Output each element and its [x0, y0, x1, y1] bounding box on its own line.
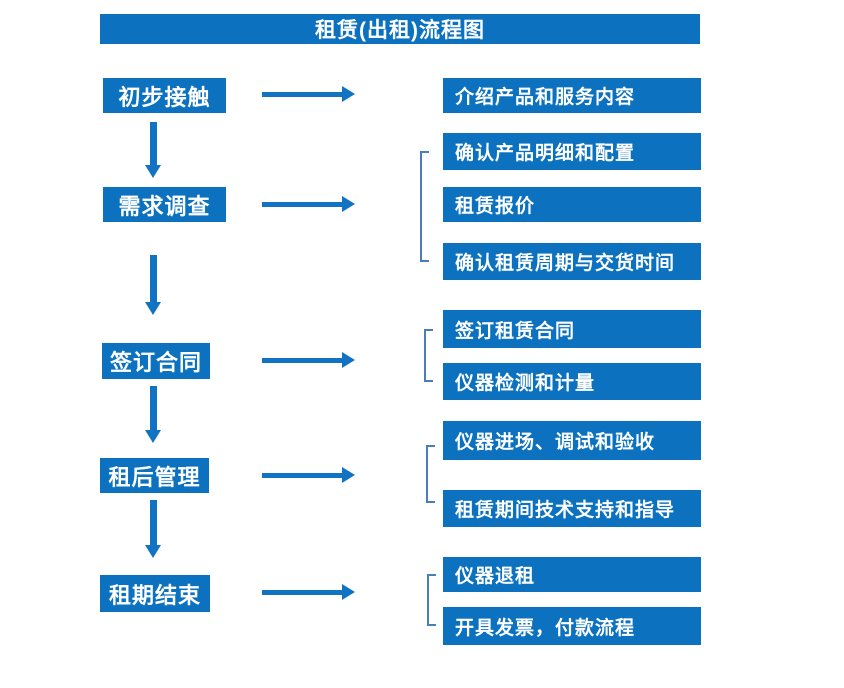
- detail-box: 租赁期间技术支持和指导: [443, 490, 701, 527]
- detail-box: 介绍产品和服务内容: [443, 78, 701, 113]
- detail-box: 确认租赁周期与交货时间: [443, 243, 701, 280]
- detail-box: 仪器进场、调试和验收: [443, 421, 701, 460]
- right-arrow-icon: [262, 584, 355, 600]
- bracket-icon: [427, 574, 436, 626]
- stage-box-contract-signing: 签订合同: [102, 343, 210, 379]
- bracket-icon: [426, 445, 435, 503]
- bracket-icon: [424, 329, 433, 382]
- detail-box: 仪器检测和计量: [443, 363, 701, 400]
- bracket-icon: [420, 151, 429, 262]
- detail-box: 确认产品明细和配置: [443, 133, 701, 170]
- detail-box: 租赁报价: [443, 187, 701, 222]
- stage-box-post-rental-management: 租后管理: [100, 458, 209, 493]
- detail-box: 开具发票，付款流程: [443, 607, 701, 645]
- detail-box: 签订租赁合同: [443, 310, 701, 348]
- detail-box: 仪器退租: [443, 557, 701, 592]
- down-arrow-icon: [145, 386, 161, 443]
- right-arrow-icon: [262, 86, 355, 102]
- down-arrow-icon: [145, 255, 161, 315]
- right-arrow-icon: [262, 196, 355, 212]
- right-arrow-icon: [262, 467, 355, 483]
- stage-box-lease-end: 租期结束: [100, 575, 210, 612]
- down-arrow-icon: [145, 122, 161, 178]
- down-arrow-icon: [145, 500, 161, 558]
- page-title: 租赁(出租)流程图: [100, 14, 700, 44]
- stage-box-initial-contact: 初步接触: [103, 78, 226, 113]
- right-arrow-icon: [262, 352, 355, 368]
- stage-box-demand-survey: 需求调查: [103, 187, 226, 222]
